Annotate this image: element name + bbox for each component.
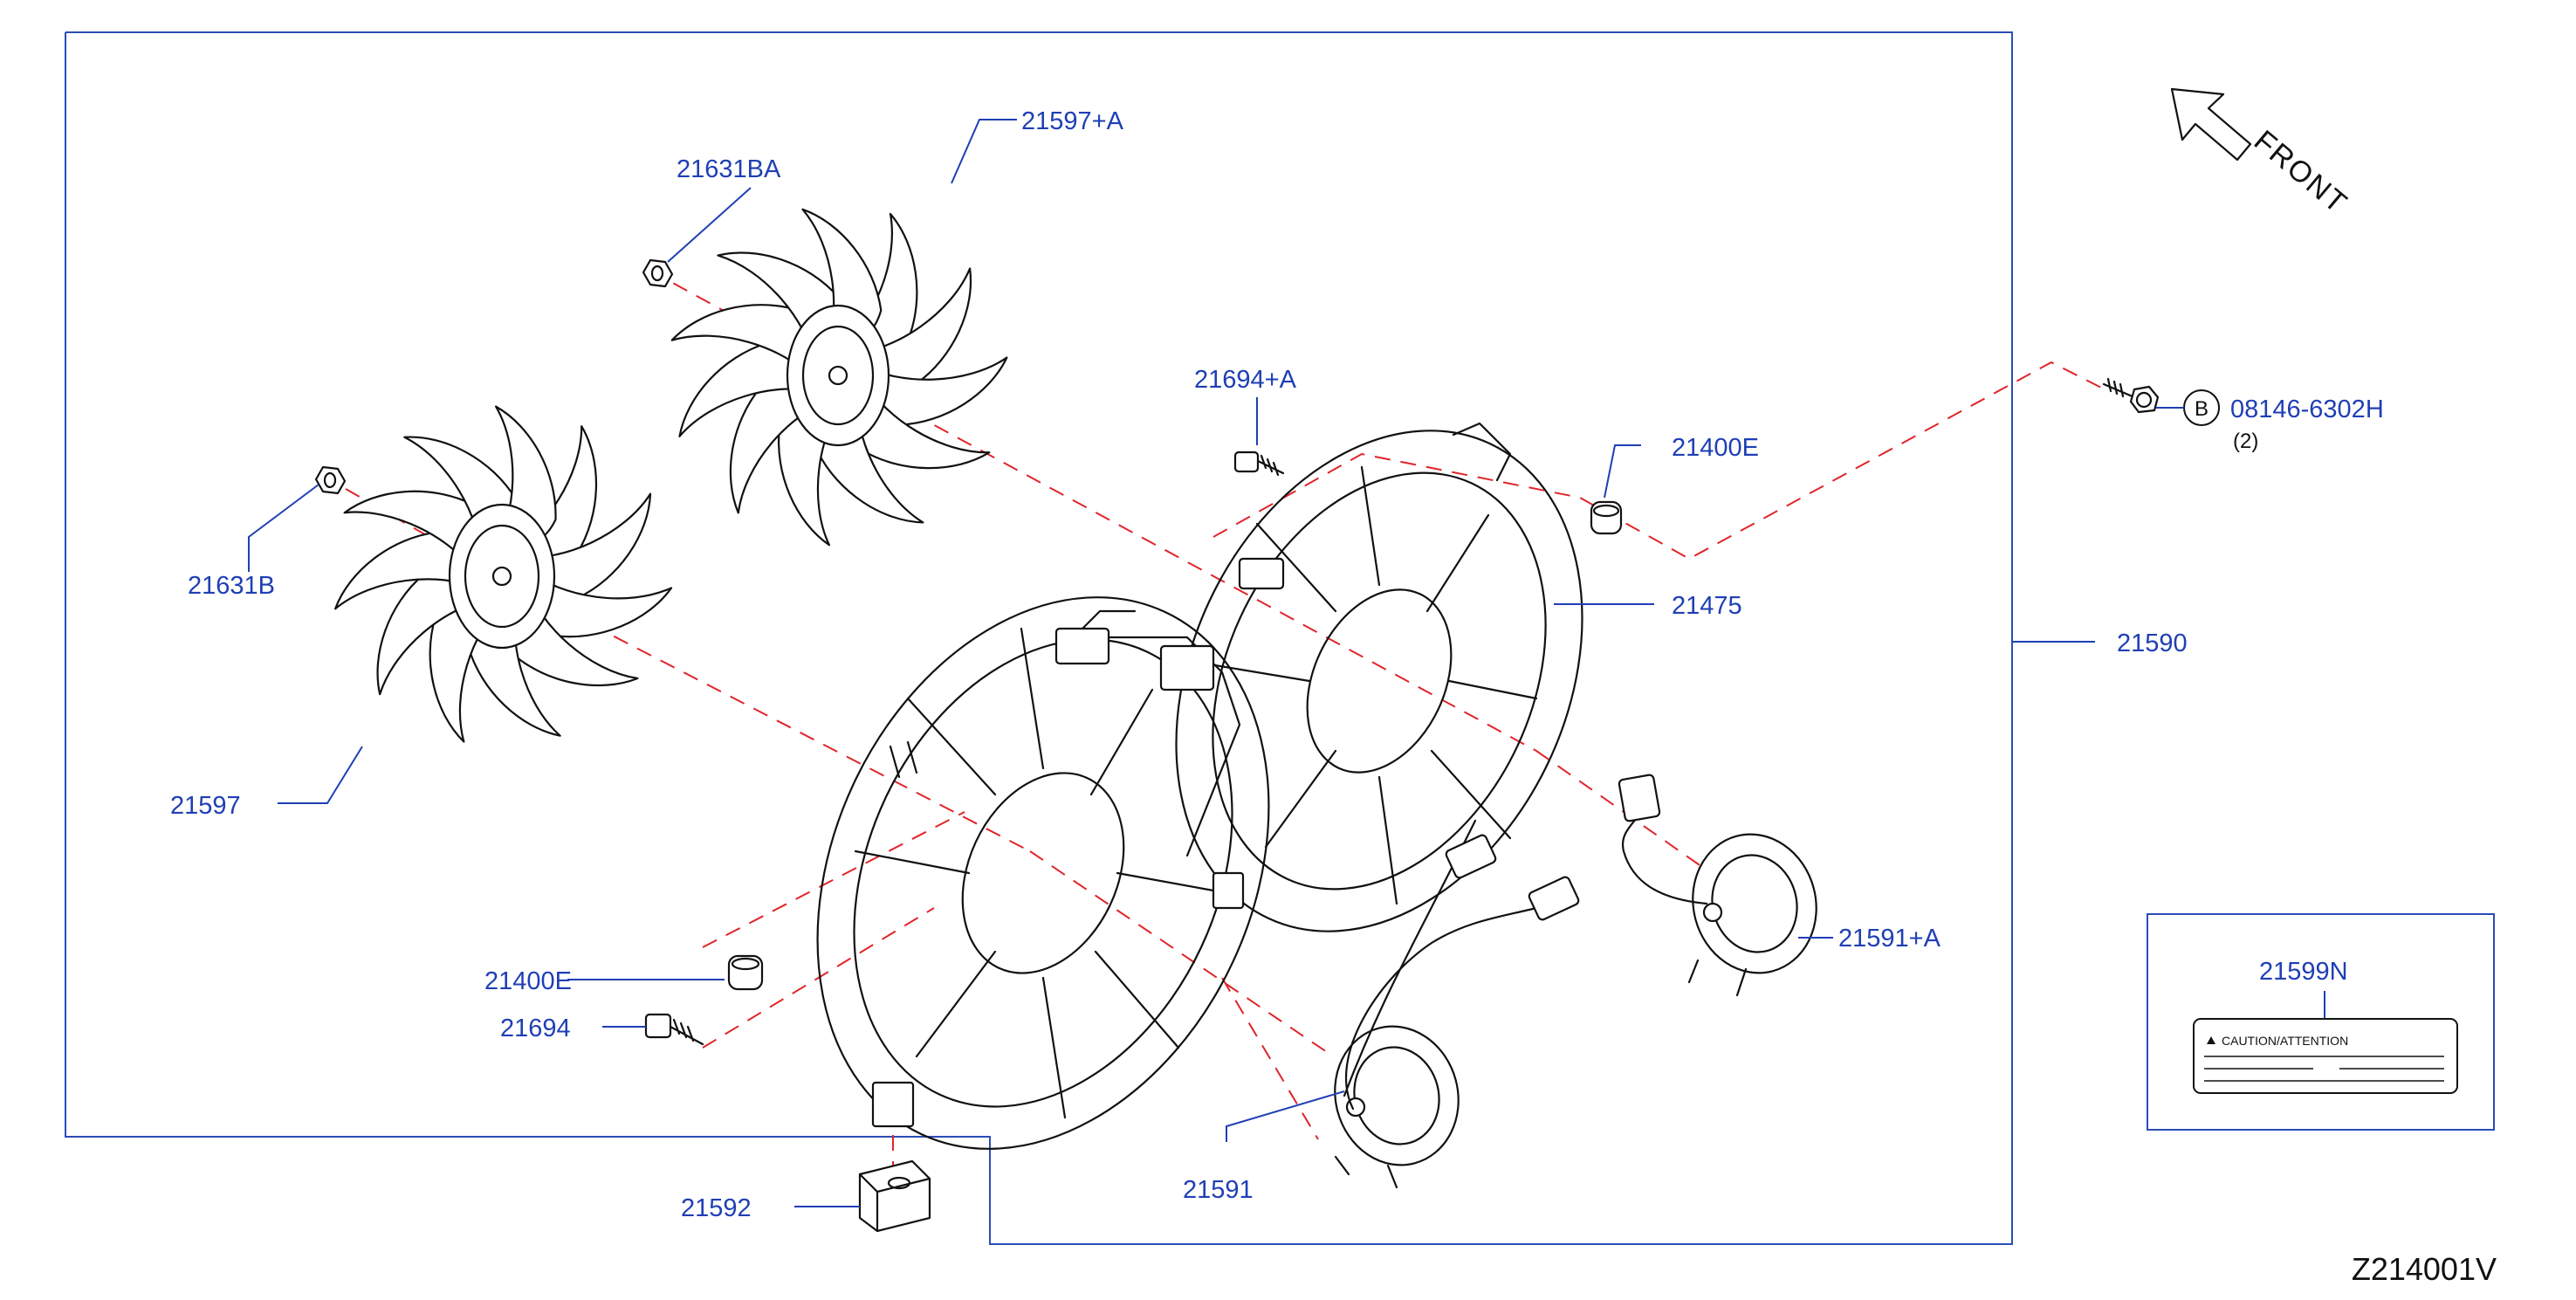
callout-fan-lower: 21597 — [170, 792, 241, 820]
callout-nut-upper: 21631BA — [677, 155, 781, 183]
bolt — [2102, 377, 2160, 414]
callout-screw-upper: 21694+A — [1194, 366, 1297, 394]
callout-bracket: 21592 — [681, 1194, 752, 1222]
front-direction: FRONT — [2170, 87, 2354, 221]
callout-label: 21599N — [2259, 958, 2348, 986]
bolt-badge: B — [2183, 389, 2220, 426]
callout-fan-upper: 21597+A — [1021, 107, 1124, 135]
nut-upper — [642, 258, 674, 288]
dashed-guide-lines — [322, 270, 2109, 1170]
front-label: FRONT — [2248, 124, 2354, 221]
assembly-boundary-frame — [65, 31, 2013, 1245]
screw-upper — [1233, 451, 1285, 477]
grommet-lower — [727, 954, 764, 991]
callout-nut-lower: 21631B — [188, 572, 275, 600]
callout-motor-lower: 21591 — [1183, 1176, 1254, 1204]
caution-label-text: CAUTION/ATTENTION — [2222, 1034, 2348, 1048]
callout-bolt: 08146-6302H — [2230, 396, 2384, 423]
bracket — [858, 1159, 931, 1233]
callout-screw-lower: 21694 — [500, 1015, 571, 1042]
grommet-upper — [1590, 500, 1623, 535]
reference-code: Z214001V — [2352, 1251, 2497, 1287]
caution-label-inset: CAUTION/ATTENTION — [2147, 913, 2495, 1131]
motor-lower — [1334, 819, 1580, 1189]
callout-assembly: 21590 — [2117, 629, 2188, 657]
bolt-badge-letter: B — [2195, 397, 2208, 421]
fan-upper — [662, 195, 1019, 554]
callout-grommet-upper: 21400E — [1672, 434, 1759, 462]
callout-bolt-quantity: (2) — [2233, 430, 2258, 453]
nut-lower — [314, 465, 347, 495]
fan-shroud — [816, 422, 1583, 1150]
callout-grommet-lower: 21400E — [484, 967, 572, 995]
screw-lower — [644, 1013, 704, 1046]
callout-leaders — [248, 119, 2095, 1207]
callout-shroud: 21475 — [1672, 592, 1742, 620]
fan-lower — [321, 396, 679, 753]
callout-motor-upper: 21591+A — [1838, 925, 1941, 953]
motor-upper — [1618, 774, 1817, 997]
